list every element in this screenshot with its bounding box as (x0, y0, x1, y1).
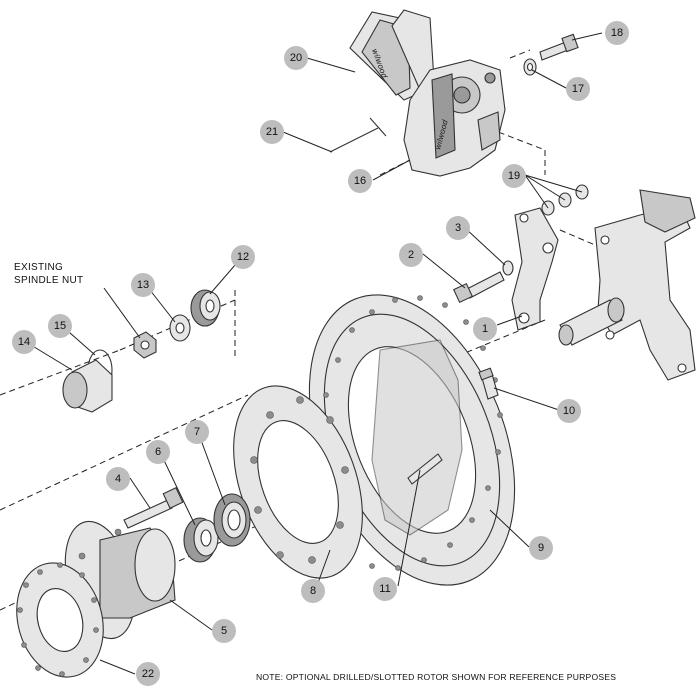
svg-text:8: 8 (310, 585, 316, 597)
caliper-washer (523, 58, 537, 76)
svg-text:7: 7 (194, 426, 200, 438)
caliper: wilwood (403, 59, 506, 177)
svg-text:6: 6 (155, 446, 161, 458)
callout-15: 15 (48, 314, 72, 338)
svg-text:21: 21 (266, 126, 278, 138)
callout-1: 1 (473, 317, 497, 341)
callout-4: 4 (106, 467, 130, 491)
brake-pads: wilwood (349, 9, 435, 101)
svg-text:1: 1 (482, 323, 488, 335)
svg-text:12: 12 (237, 251, 249, 263)
svg-text:16: 16 (354, 175, 366, 187)
dust-cap (62, 359, 113, 413)
svg-text:5: 5 (221, 625, 227, 637)
grease-seal (213, 493, 251, 547)
svg-text:22: 22 (142, 668, 154, 680)
callout-17: 17 (566, 77, 590, 101)
spindle (558, 189, 696, 381)
svg-text:2: 2 (408, 249, 414, 261)
pad-retaining-pin (329, 117, 387, 153)
spindle-nut (133, 331, 157, 359)
callout-7: 7 (185, 420, 209, 444)
callout-13: 13 (131, 273, 155, 297)
spindle-nut-label-line2: SPINDLE NUT (14, 275, 83, 286)
caliper-bracket (511, 207, 559, 331)
callout-22: 22 (136, 662, 160, 686)
wheel-spacer (16, 562, 104, 678)
hub-bolt (123, 487, 184, 529)
callout-12: 12 (231, 245, 255, 269)
bracket-bolt (452, 271, 505, 304)
svg-text:10: 10 (563, 405, 575, 417)
callout-20: 20 (284, 46, 308, 70)
callout-6: 6 (146, 440, 170, 464)
inner-bearing (183, 517, 219, 563)
leader-lines (25, 32, 603, 675)
svg-text:11: 11 (379, 583, 390, 595)
outer-bearing (190, 289, 221, 327)
callout-11: 11 (373, 577, 397, 601)
svg-text:3: 3 (455, 222, 461, 234)
callout-5: 5 (212, 619, 236, 643)
callout-16: 16 (348, 169, 372, 193)
callout-3: 3 (446, 216, 470, 240)
spindle-nut-label-line1: EXISTING (14, 262, 63, 273)
callout-9: 9 (529, 536, 553, 560)
callout-18: 18 (605, 21, 629, 45)
svg-text:13: 13 (137, 279, 149, 291)
svg-text:19: 19 (508, 170, 520, 182)
callout-8: 8 (301, 579, 325, 603)
callout-10: 10 (557, 399, 581, 423)
reference-note: NOTE: OPTIONAL DRILLED/SLOTTED ROTOR SHO… (256, 672, 617, 682)
svg-text:15: 15 (54, 320, 66, 332)
callout-2: 2 (399, 243, 423, 267)
svg-text:20: 20 (290, 52, 302, 64)
callout-21: 21 (260, 120, 284, 144)
callout-14: 14 (12, 330, 36, 354)
wheel-stud (407, 453, 443, 485)
svg-text:17: 17 (572, 83, 584, 95)
svg-text:18: 18 (611, 27, 623, 39)
svg-text:14: 14 (18, 336, 30, 348)
svg-text:9: 9 (538, 542, 544, 554)
callout-19: 19 (502, 164, 526, 188)
caliper-bolt (539, 33, 579, 61)
bracket-washer (502, 260, 514, 276)
svg-text:4: 4 (115, 473, 121, 485)
rotor-bolt (478, 367, 499, 400)
